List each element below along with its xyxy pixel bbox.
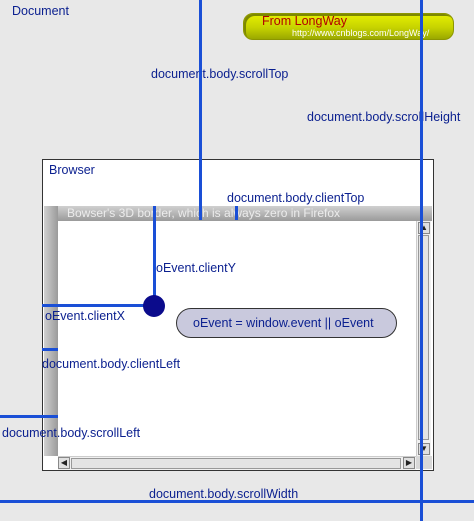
scrollbar-corner <box>416 456 432 469</box>
client-x-label: oEvent.clientX <box>45 309 125 323</box>
scroll-height-label: document.body.scrollHeight <box>307 110 461 124</box>
client-left-label: document.body.clientLeft <box>42 357 181 371</box>
badge-url: http://www.cnblogs.com/LongWay/ <box>292 28 430 38</box>
client-y-label: oEvent.clientY <box>156 261 236 275</box>
border-note: Bowser's 3D border, which is always zero… <box>67 206 341 220</box>
scroll-top-line <box>199 0 202 220</box>
scroll-left-line <box>0 415 58 418</box>
vertical-scrollbar[interactable]: ▲ ▼ <box>416 221 431 456</box>
document-label: Document <box>12 4 69 18</box>
scroll-left-label: document.body.scrollLeft <box>2 426 141 440</box>
vertical-scroll-thumb[interactable] <box>418 235 429 440</box>
author-badge: From LongWay http://www.cnblogs.com/Long… <box>243 13 454 40</box>
event-expression: oEvent = window.event || oEvent <box>193 316 374 330</box>
browser-3d-border-left <box>44 206 58 456</box>
mouse-pointer-icon <box>143 295 165 317</box>
client-top-label: document.body.clientTop <box>227 191 365 205</box>
scroll-height-line <box>0 500 474 503</box>
client-left-line <box>42 348 58 351</box>
scroll-top-label: document.body.scrollTop <box>151 67 289 81</box>
browser-content-area <box>58 221 416 456</box>
horizontal-scroll-thumb[interactable] <box>71 458 401 469</box>
horizontal-scrollbar[interactable]: ◀ ▶ <box>58 456 416 470</box>
scroll-width-line <box>420 0 423 521</box>
scroll-left-icon[interactable]: ◀ <box>58 457 70 469</box>
browser-title: Browser <box>49 163 95 177</box>
scroll-right-icon[interactable]: ▶ <box>403 457 415 469</box>
client-x-line <box>42 304 154 307</box>
client-y-line <box>153 206 156 306</box>
browser-3d-border-top: Bowser's 3D border, which is always zero… <box>44 206 432 221</box>
client-top-line <box>235 206 238 220</box>
scroll-width-label: document.body.scrollWidth <box>149 487 299 501</box>
event-expression-pill: oEvent = window.event || oEvent <box>176 308 397 338</box>
badge-title: From LongWay <box>262 14 347 28</box>
